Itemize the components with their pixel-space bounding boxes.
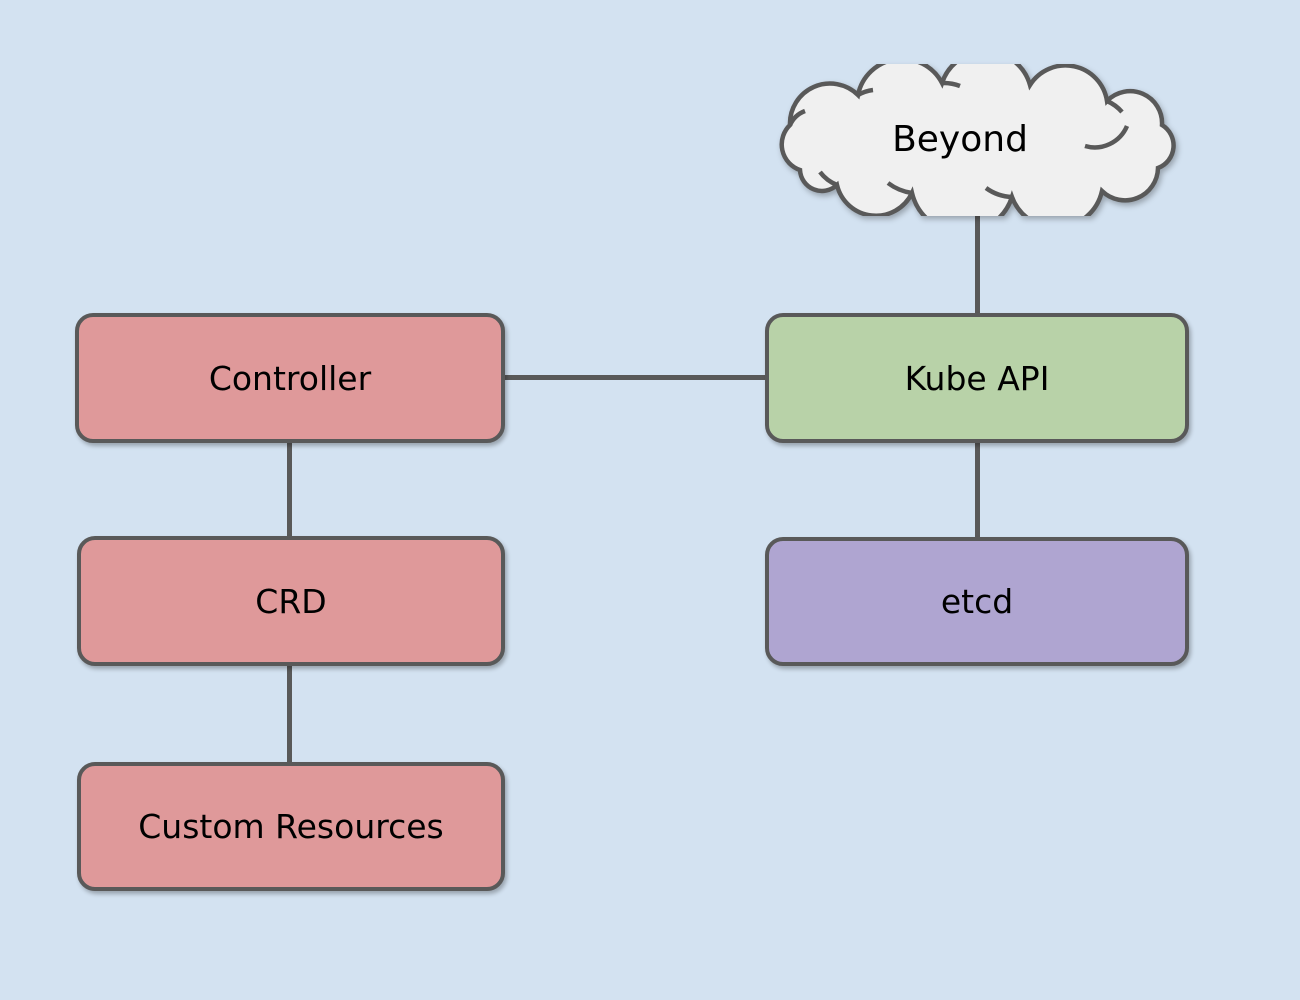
edge-kube-api-etcd [975,440,980,540]
node-controller-label: Controller [208,358,372,398]
node-etcd-label: etcd [940,582,1014,621]
cloud-icon [779,64,1176,216]
node-custom-resources-label: Custom Resources [138,807,444,846]
node-crd-label: CRD [255,581,327,621]
node-custom-resources: Custom Resources [77,762,505,891]
edge-controller-kube-api [500,375,770,380]
cloud-shape [779,64,1176,216]
node-beyond-label: Beyond [892,119,1028,160]
edge-beyond-kube-api [975,200,980,315]
edge-crd-custom-resources [287,663,292,765]
node-kube-api-label: Kube API [904,358,1050,398]
edge-controller-crd [287,440,292,540]
node-etcd: etcd [765,537,1189,666]
node-beyond: Beyond [753,64,1197,216]
node-controller: Controller [75,313,505,443]
node-kube-api: Kube API [765,313,1189,443]
node-crd: CRD [77,536,505,666]
cloud-inner-hooks [787,80,1130,200]
